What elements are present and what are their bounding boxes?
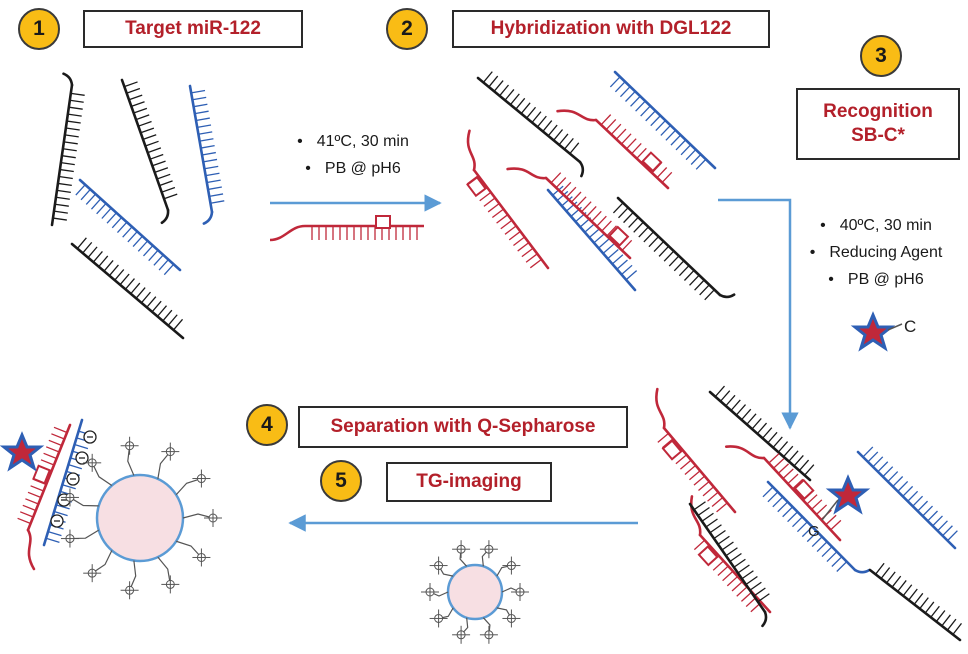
- condition-item: PB @ pH6: [786, 266, 966, 293]
- recognized-strand-black: [868, 562, 962, 642]
- target-strand-blue: [188, 84, 225, 225]
- ammonium-arm: [129, 560, 137, 591]
- target-strand-black: [50, 72, 85, 227]
- hybrid-strand-blue: [546, 185, 638, 292]
- step-3-label-line2: SB-C*: [851, 125, 905, 146]
- hybrid-probe: [556, 109, 673, 190]
- condition-item: Reducing Agent: [786, 239, 966, 266]
- target-strand-black: [70, 237, 185, 340]
- ammonium-arm: [175, 540, 202, 558]
- ammonium-arm: [175, 477, 202, 496]
- recognized-probe: [655, 387, 737, 514]
- q-sepharose-bead-large: [60, 436, 222, 600]
- reagent-letter: C: [904, 317, 916, 336]
- hybrid-probe: [506, 167, 633, 260]
- final-probe: [17, 423, 72, 571]
- target-strand-black: [120, 78, 178, 225]
- hybrid-strand-black: [612, 196, 736, 301]
- condition-item: PB @ pH6: [278, 155, 428, 182]
- recognized-probe: [689, 495, 772, 614]
- step-5-label: TG-imaging: [386, 462, 552, 502]
- step-3-conditions: 40ºC, 30 min Reducing Agent PB @ pH6: [786, 212, 966, 293]
- hybrid-strand-blue: [609, 70, 717, 170]
- step-4-label: Separation with Q-Sepharose: [298, 406, 628, 448]
- attached-star: [825, 474, 871, 515]
- bound-letter: G: [808, 523, 820, 540]
- ammonium-arm: [69, 496, 99, 507]
- step-1-label: Target miR-122: [83, 10, 303, 48]
- step-2-label: Hybridization with DGL122: [452, 10, 770, 48]
- step-5-badge: 5: [320, 460, 362, 502]
- step-3-label: Recognition SB-C*: [796, 88, 960, 160]
- recognized-strand-blue: [762, 480, 871, 574]
- step-4-badge: 4: [246, 404, 288, 446]
- hybrid-probe: [466, 129, 550, 270]
- recognized-strand-black: [708, 385, 815, 482]
- ammonium-arm: [157, 451, 171, 479]
- sb-c-star-reagent: C: [850, 311, 916, 352]
- target-strands-group: [50, 72, 225, 340]
- ammonium-arm: [91, 462, 113, 486]
- step-2-conditions: 41ºC, 30 min PB @ pH6: [278, 128, 428, 182]
- recognized-strand-black: [688, 501, 770, 628]
- q-sepharose-bead-small: [421, 540, 529, 644]
- condition-item: 41ºC, 30 min: [278, 128, 428, 155]
- ammonium-arm: [91, 550, 113, 574]
- hybridized-strands-group: [466, 70, 736, 301]
- step-2-badge: 2: [386, 8, 428, 50]
- recognized-probe: [724, 445, 842, 542]
- ammonium-arm: [127, 445, 135, 476]
- recognized-strands-group: G: [655, 385, 962, 642]
- arrow-step2-to-3: [718, 198, 799, 430]
- ammonium-arm: [69, 529, 100, 540]
- final-star: [0, 431, 45, 472]
- hybrid-strand-black: [476, 71, 585, 178]
- target-strand-blue: [75, 178, 182, 276]
- ammonium-arm: [157, 556, 171, 585]
- dgl122-probe: [269, 215, 424, 242]
- recognized-strand-blue: [856, 446, 958, 550]
- bound-complex-group: [0, 418, 97, 571]
- condition-item: 40ºC, 30 min: [786, 212, 966, 239]
- step-3-badge: 3: [860, 35, 902, 77]
- step-3-label-line1: Recognition: [823, 101, 933, 123]
- ammonium-arm: [182, 513, 214, 519]
- step-1-badge: 1: [18, 8, 60, 50]
